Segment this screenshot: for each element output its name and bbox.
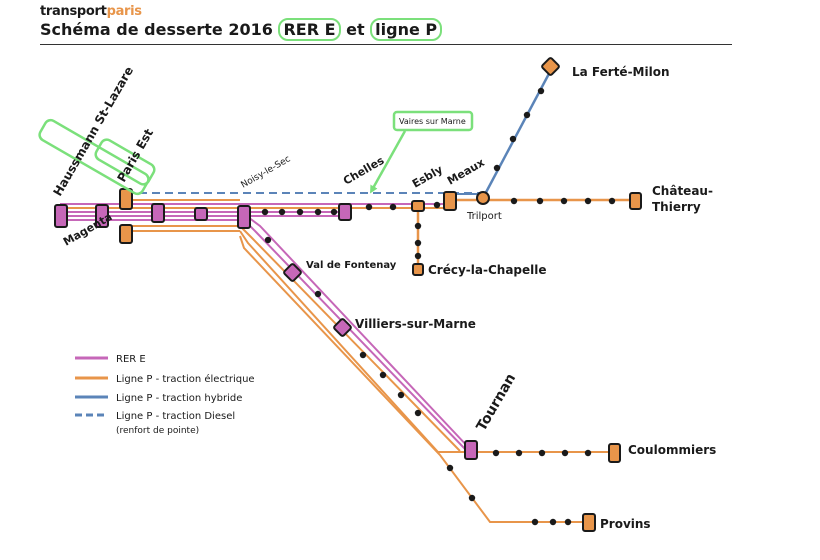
station-magenta	[95, 204, 109, 228]
label-chateau-2: Thierry	[652, 200, 701, 214]
label-meaux: Meaux	[445, 156, 487, 188]
station-noisy	[237, 205, 251, 229]
station-nodes	[54, 57, 642, 532]
title-et: et	[346, 20, 365, 39]
title-rule	[40, 44, 732, 45]
label-villiers: Villiers-sur-Marne	[355, 317, 476, 331]
station-pantin	[194, 207, 208, 221]
station-coulommiers	[608, 443, 621, 463]
title-rer-e: RER E	[278, 18, 341, 41]
diagonal-bundle	[239, 213, 617, 523]
station-chateau	[629, 192, 642, 210]
legend-label-electric: Ligne P - traction électrique	[116, 373, 255, 385]
page-title: Schéma de desserte 2016 RER E et ligne P	[40, 18, 443, 41]
brand-part-b: paris	[106, 4, 142, 19]
station-ferte	[541, 57, 560, 76]
legend-note: (renfort de pointe)	[116, 426, 199, 436]
station-provins	[582, 513, 596, 532]
station-villiers	[333, 318, 352, 337]
label-provins: Provins	[600, 517, 651, 531]
label-tournan: Tournan	[474, 371, 520, 434]
title-prefix: Schéma de desserte 2016	[40, 20, 273, 39]
station-val-fontenay	[283, 263, 302, 282]
label-paris-est: Paris Est	[114, 126, 156, 184]
station-chelles	[338, 203, 352, 221]
ligne-p-hybrid-line	[481, 67, 554, 199]
legend-label-diesel: Ligne P - traction Diesel	[116, 411, 235, 422]
station-trilport	[476, 191, 490, 205]
title-ligne-p: ligne P	[370, 18, 443, 41]
callout-vaires-label: Vaires sur Marne	[399, 117, 466, 126]
label-chateau-1: Château-	[652, 184, 713, 198]
legend-label-rer: RER E	[116, 354, 146, 365]
highlight-boxes	[38, 110, 474, 196]
station-tournan	[464, 440, 478, 460]
label-chelles: Chelles	[341, 154, 387, 188]
label-coulommiers: Coulommiers	[628, 443, 716, 457]
vaires-callout-arrow	[370, 130, 407, 194]
brand-logo: transportparis	[40, 4, 142, 19]
label-esbly: Esbly	[410, 163, 445, 191]
label-ferte: La Ferté-Milon	[572, 65, 670, 79]
stop-dots	[261, 87, 616, 526]
brand-part-a: transport	[40, 4, 107, 19]
station-esbly	[411, 200, 425, 212]
station-meaux	[443, 191, 457, 211]
legend-label-hybrid: Ligne P - traction hybride	[116, 393, 242, 404]
label-noisy: Noisy-le-Sec	[240, 154, 293, 190]
station-haussmann	[54, 204, 68, 228]
label-crecy: Crécy-la-Chapelle	[428, 263, 547, 277]
label-trilport: Trilport	[466, 211, 502, 222]
legend: RER E Ligne P - traction électrique Lign…	[75, 354, 255, 436]
station-crecy	[412, 263, 424, 276]
label-val-fontenay: Val de Fontenay	[306, 260, 397, 271]
station-paris-est-bottom	[119, 224, 133, 244]
station-rosa-parks	[151, 203, 165, 223]
